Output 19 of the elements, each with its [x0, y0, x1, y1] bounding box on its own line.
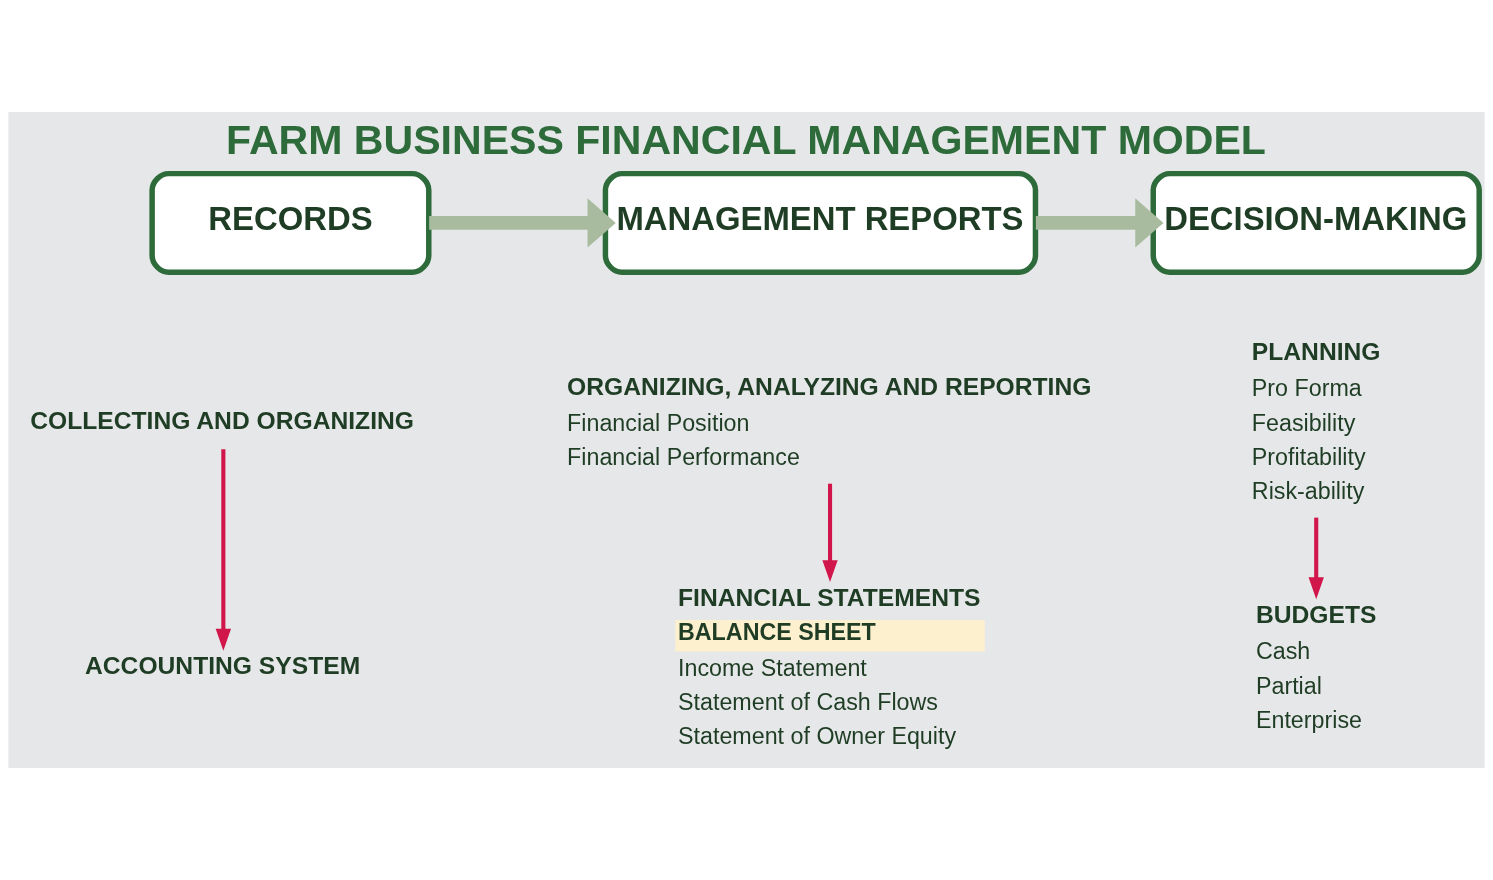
arrow — [215, 449, 232, 651]
node-label: Statement of Cash Flows — [678, 688, 938, 715]
node-box: BALANCE SHEET — [675, 620, 985, 652]
node-text: ORGANIZING, ANALYZING AND REPORTING Financial Position Financial Performance — [567, 372, 1092, 470]
arrow — [429, 198, 616, 248]
arrow — [1308, 517, 1324, 600]
node-label: FINANCIAL STATEMENTS — [678, 583, 981, 611]
node-box: RECORDS — [149, 170, 432, 275]
node-box: DECISION-MAKING — [1150, 170, 1482, 275]
node-label: Statement of Owner Equity — [678, 723, 957, 750]
node-text: ACCOUNTING SYSTEM — [85, 652, 361, 680]
node-box: MANAGEMENT REPORTS — [602, 170, 1039, 275]
arrow — [1035, 198, 1164, 248]
node-text: BUDGETS Cash Partial Enterprise — [1255, 601, 1377, 733]
node-text: PLANNING Pro Forma Feasibility Profitability Risk-ability — [1251, 338, 1381, 505]
node-text: COLLECTING AND ORGANIZING — [30, 406, 414, 434]
diagram-title: FARM BUSINESS FINANCIAL MANAGEMENT MODEL — [226, 117, 1266, 164]
arrow — [822, 483, 838, 583]
node-label: Income Statement — [678, 654, 867, 681]
